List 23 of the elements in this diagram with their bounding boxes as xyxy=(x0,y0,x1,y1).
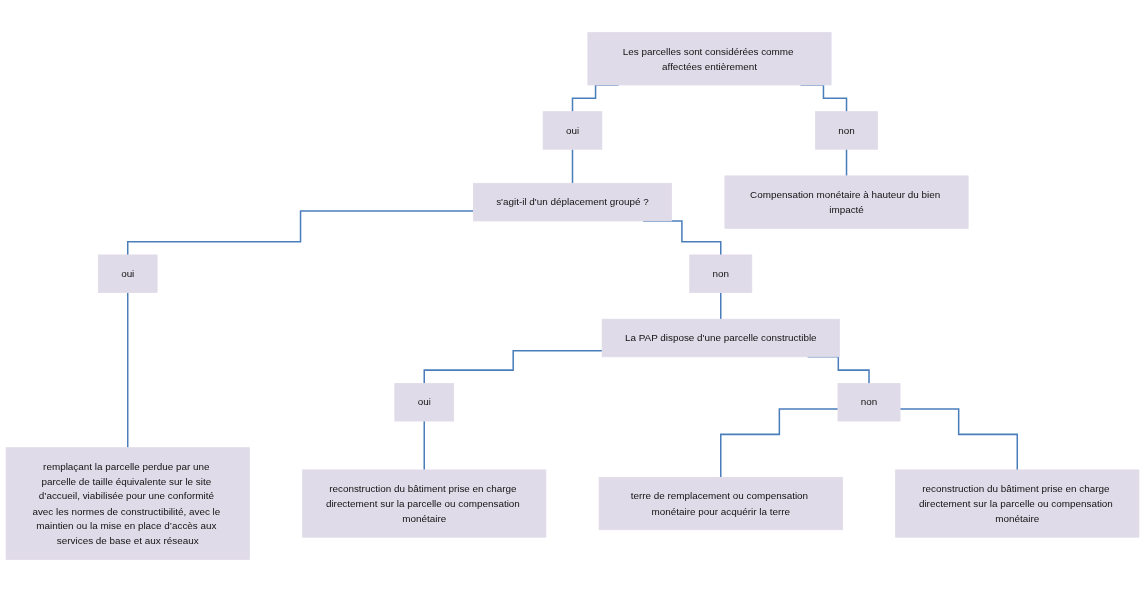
connector xyxy=(126,210,475,256)
connector xyxy=(720,408,839,479)
connector xyxy=(845,148,848,177)
node-box: La PAP dispose d'une parcelle constructible xyxy=(601,318,840,358)
node-box: remplaçant la parcelle perdue par une parcelle de taille équivalente sur le site d’accueil, viabilisée pour une conformité avec les normes de constructibilité, avec le maintien ou la mise en place d’accès aux services de base et aux réseaux xyxy=(5,447,250,560)
connector xyxy=(423,420,425,471)
node-box: oui xyxy=(394,383,455,422)
node-box: non xyxy=(689,254,753,293)
node-box: Compensation monétaire à hauteur du bien impacté xyxy=(724,175,969,229)
connector xyxy=(899,408,1019,471)
node-box: oui xyxy=(542,111,603,150)
node-box: oui xyxy=(97,254,158,293)
node-box: Les parcelles sont considérées comme affectées entièrement xyxy=(587,32,832,86)
node-box: terre de remplacement ou compensation monétaire pour acquérir la terre xyxy=(598,476,843,531)
connector xyxy=(423,350,603,385)
node-box: reconstruction du bâtiment prise en charge directement sur la parcelle ou compensation monétaire xyxy=(895,469,1140,538)
node-box: non xyxy=(837,383,901,422)
node-box: s'agit-il d'un déplacement groupé ? xyxy=(472,182,673,222)
connector xyxy=(126,291,129,449)
connector xyxy=(720,291,722,320)
node-box: non xyxy=(815,111,878,150)
connector xyxy=(571,148,574,185)
node-box: reconstruction du bâtiment prise en charge directement sur la parcelle ou compensation monétaire xyxy=(302,469,547,538)
